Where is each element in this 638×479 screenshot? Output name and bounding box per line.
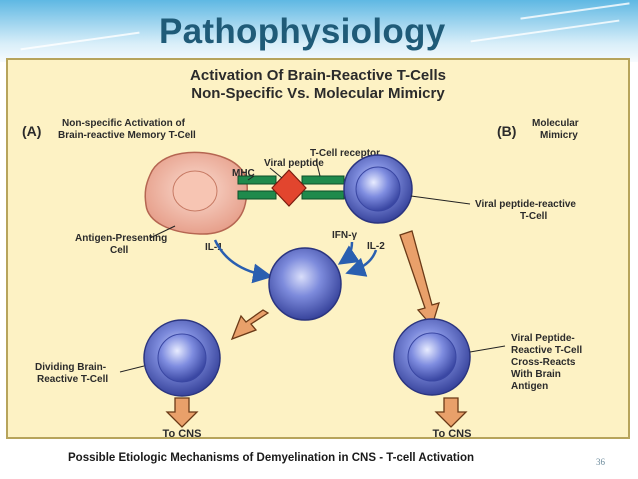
section-a-marker: (A): [22, 123, 41, 139]
to-cns-arrow-left: [165, 397, 199, 428]
label-crossreact-line3: Cross-Reacts: [511, 357, 576, 368]
diagram-panel: [6, 58, 630, 439]
slide-title: Pathophysiology: [159, 12, 446, 51]
label-viral-tcell-line2: T-Cell: [520, 211, 547, 222]
antigen-presenting-cell-icon: [144, 151, 248, 235]
mhc-tcr-complex-icon: [237, 169, 345, 207]
label-to-cns-left: To CNS: [163, 428, 202, 440]
section-b-line1: Molecular: [532, 118, 579, 129]
il1-arrow: [213, 239, 273, 284]
label-ifn: IFN-γ: [332, 230, 357, 241]
cross-reaction-arrow: [399, 230, 440, 328]
label-mhc: MHC: [232, 168, 255, 179]
cross-reacting-tcell-icon: [393, 318, 471, 396]
viral-peptide-reactive-tcell-icon: [343, 154, 413, 224]
label-apc-line2: Cell: [110, 245, 129, 256]
viral-peptide-icon: [271, 169, 307, 207]
section-a-line2: Brain-reactive Memory T-Cell: [58, 130, 196, 141]
page-number: 36: [596, 457, 605, 467]
label-crossreact-line1: Viral Peptide-: [511, 333, 575, 344]
activated-tcell-icon: [268, 247, 342, 321]
to-cns-arrow-right: [434, 397, 468, 428]
figure-caption: Possible Etiologic Mechanisms of Demyeli…: [68, 452, 474, 464]
label-dividing-line2: Reactive T-Cell: [37, 374, 108, 385]
label-il1: IL-1: [205, 242, 223, 253]
dividing-tcell-icon: [143, 319, 221, 397]
section-b-line2: Mimicry: [540, 130, 578, 141]
label-viral-tcell-line1: Viral peptide-reactive: [475, 199, 576, 210]
label-crossreact-line5: Antigen: [511, 381, 548, 392]
il2-arrow: [345, 249, 378, 277]
division-arrow: [230, 309, 270, 341]
label-tcell-receptor: T-Cell receptor: [310, 148, 380, 159]
section-a-line1: Non-specific Activation of: [62, 118, 186, 129]
label-viral-peptide: Viral peptide: [264, 158, 324, 169]
section-b-marker: (B): [497, 123, 516, 139]
label-crossreact-line2: Reactive T-Cell: [511, 345, 582, 356]
diagram-heading-line1: Activation Of Brain-Reactive T-Cells: [190, 67, 446, 84]
label-il2: IL-2: [367, 241, 385, 252]
label-dividing-line1: Dividing Brain-: [35, 362, 106, 373]
diagram-heading-line2: Non-Specific Vs. Molecular Mimicry: [191, 85, 445, 102]
label-apc-line1: Antigen-Presenting: [75, 233, 167, 244]
ifn-arrow: [337, 241, 361, 265]
label-crossreact-line4: With Brain: [511, 369, 561, 380]
title-banner: [0, 0, 638, 62]
label-to-cns-right: To CNS: [433, 428, 472, 440]
